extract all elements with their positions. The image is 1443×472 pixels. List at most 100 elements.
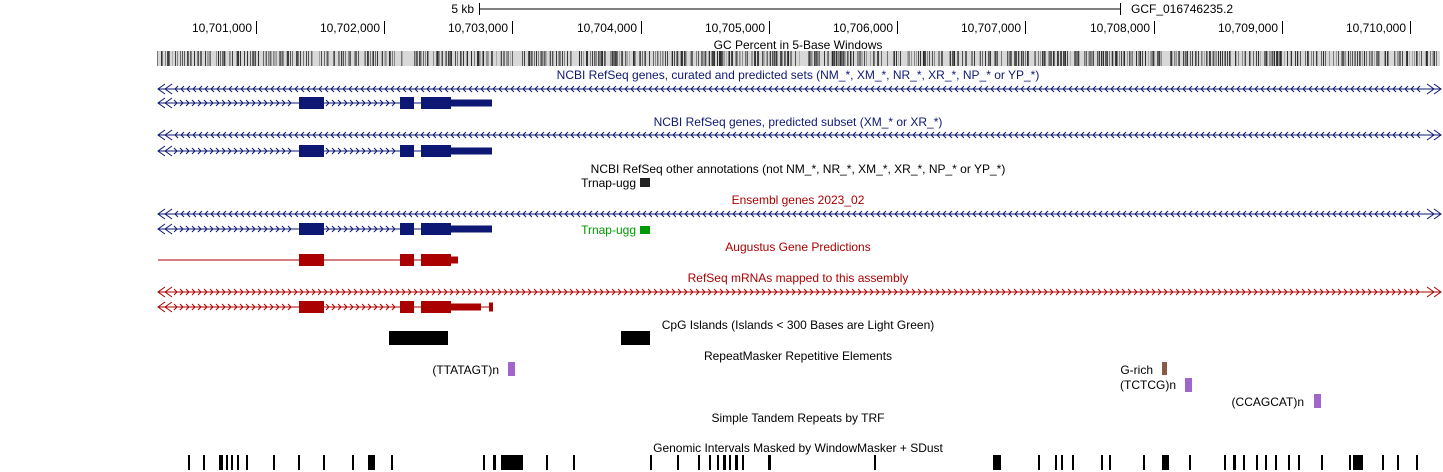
- gc-window: [1085, 51, 1086, 66]
- strand-arrow: [834, 85, 839, 93]
- strand-arrow: [337, 99, 342, 107]
- gc-window: [758, 51, 759, 66]
- strand-arrow: [912, 210, 917, 218]
- strand-arrow: [720, 210, 725, 218]
- gene-models[interactable]: [157, 83, 1442, 313]
- strand-arrow: [1404, 85, 1409, 93]
- gc-window: [1078, 51, 1079, 66]
- windowmasker-intervals[interactable]: [188, 455, 1418, 470]
- repeat-block[interactable]: [508, 362, 515, 376]
- refseq-other-trna-block[interactable]: [640, 178, 650, 187]
- strand-arrow: [1338, 131, 1343, 139]
- strand-arrow: [1092, 210, 1097, 218]
- repeat-block[interactable]: [1314, 394, 1321, 408]
- strand-arrow: [204, 131, 209, 139]
- gc-window: [663, 51, 664, 66]
- gc-window: [1183, 51, 1184, 66]
- repeat-block[interactable]: [1185, 378, 1192, 392]
- feature-label-trnap-ugg-ensembl[interactable]: Trnap-ugg: [581, 223, 636, 237]
- strand-arrow: [359, 288, 364, 296]
- strand-arrow: [1284, 85, 1289, 93]
- strand-arrow: [605, 288, 610, 296]
- strand-arrow: [893, 288, 898, 296]
- repeat-label[interactable]: (TCTCG)n: [1120, 378, 1176, 392]
- masked-interval: [993, 455, 1001, 470]
- strand-arrow: [337, 303, 342, 311]
- gc-window: [990, 51, 991, 66]
- strand-arrow: [227, 99, 232, 107]
- track-title-augustus[interactable]: Augustus Gene Predictions: [725, 240, 871, 254]
- strand-arrow: [395, 288, 400, 296]
- gc-window: [345, 51, 346, 66]
- repeat-block[interactable]: [1162, 362, 1167, 375]
- cpg-island-block[interactable]: [621, 331, 650, 345]
- gc-window: [713, 51, 714, 66]
- track-title-repeatmasker[interactable]: RepeatMasker Repetitive Elements: [703, 349, 893, 363]
- gc-window: [979, 51, 980, 66]
- strand-arrow: [690, 131, 695, 139]
- track-title-refseq-all[interactable]: NCBI RefSeq genes, curated and predicted…: [556, 68, 1040, 82]
- ensembl-trna-block[interactable]: [640, 226, 650, 234]
- gc-window: [615, 51, 616, 66]
- strand-arrow: [275, 147, 280, 155]
- strand-arrow: [737, 288, 742, 296]
- gc-window: [732, 51, 733, 66]
- gc-percent-wiggle[interactable]: [157, 51, 1440, 66]
- track-title-trf[interactable]: Simple Tandem Repeats by TRF: [711, 411, 885, 425]
- strand-arrow: [768, 85, 773, 93]
- strand-arrow: [1314, 85, 1319, 93]
- track-title-windowmasker[interactable]: Genomic Intervals Masked by WindowMasker…: [653, 441, 943, 455]
- strand-arrow: [1044, 131, 1049, 139]
- strand-arrow: [845, 288, 850, 296]
- track-title-refseq-predicted[interactable]: NCBI RefSeq genes, predicted subset (XM_…: [653, 115, 943, 129]
- gc-window: [787, 51, 788, 66]
- track-title-refseq-other[interactable]: NCBI RefSeq other annotations (not NM_*,…: [590, 162, 1006, 176]
- gc-window: [488, 51, 489, 66]
- strand-arrow: [641, 288, 646, 296]
- gc-window: [857, 51, 858, 66]
- gc-window: [222, 51, 223, 66]
- strand-arrow: [828, 85, 833, 93]
- gc-window: [1238, 51, 1239, 66]
- gc-window: [747, 51, 748, 66]
- strand-arrow: [779, 288, 784, 296]
- gc-window: [1204, 51, 1205, 66]
- repeat-label[interactable]: (CCAGCAT)n: [1231, 395, 1304, 409]
- strand-arrow: [197, 99, 202, 107]
- gc-window: [528, 51, 529, 66]
- strand-arrow: [1386, 131, 1391, 139]
- track-title-gc-percent[interactable]: GC Percent in 5-Base Windows: [713, 38, 883, 52]
- gc-window: [500, 51, 501, 66]
- strand-arrow: [360, 131, 365, 139]
- gc-window: [238, 51, 239, 66]
- feature-label-trnap-ugg[interactable]: Trnap-ugg: [581, 176, 636, 190]
- strand-arrow: [198, 210, 203, 218]
- track-title-cpg-islands[interactable]: CpG Islands (Islands < 300 Bases are Lig…: [661, 318, 935, 332]
- strand-arrow: [413, 288, 418, 296]
- strand-arrow: [245, 288, 250, 296]
- repeat-label[interactable]: (TTATAGT)n: [432, 363, 499, 377]
- track-title-refseq-mrna[interactable]: RefSeq mRNAs mapped to this assembly: [687, 271, 909, 285]
- gc-window: [496, 51, 497, 66]
- gc-window: [828, 51, 829, 66]
- strand-arrow: [293, 288, 298, 296]
- gc-window: [1016, 51, 1017, 66]
- cpg-island-block[interactable]: [389, 331, 448, 345]
- scale-bar-label: 5 kb: [451, 2, 474, 16]
- gc-window: [1277, 51, 1278, 66]
- strand-arrow: [1242, 85, 1247, 93]
- gc-window: [708, 51, 709, 66]
- gc-window: [306, 51, 307, 66]
- gc-window: [450, 51, 451, 66]
- gc-window: [1040, 51, 1041, 66]
- strand-arrow: [570, 131, 575, 139]
- gc-window: [308, 51, 309, 66]
- gc-window: [723, 51, 724, 66]
- strand-arrow: [1218, 210, 1223, 218]
- strand-arrow: [786, 210, 791, 218]
- gc-window: [859, 51, 860, 66]
- track-title-ensembl[interactable]: Ensembl genes 2023_02: [731, 193, 865, 207]
- strand-arrow: [354, 210, 359, 218]
- repeat-label[interactable]: G-rich: [1120, 363, 1153, 377]
